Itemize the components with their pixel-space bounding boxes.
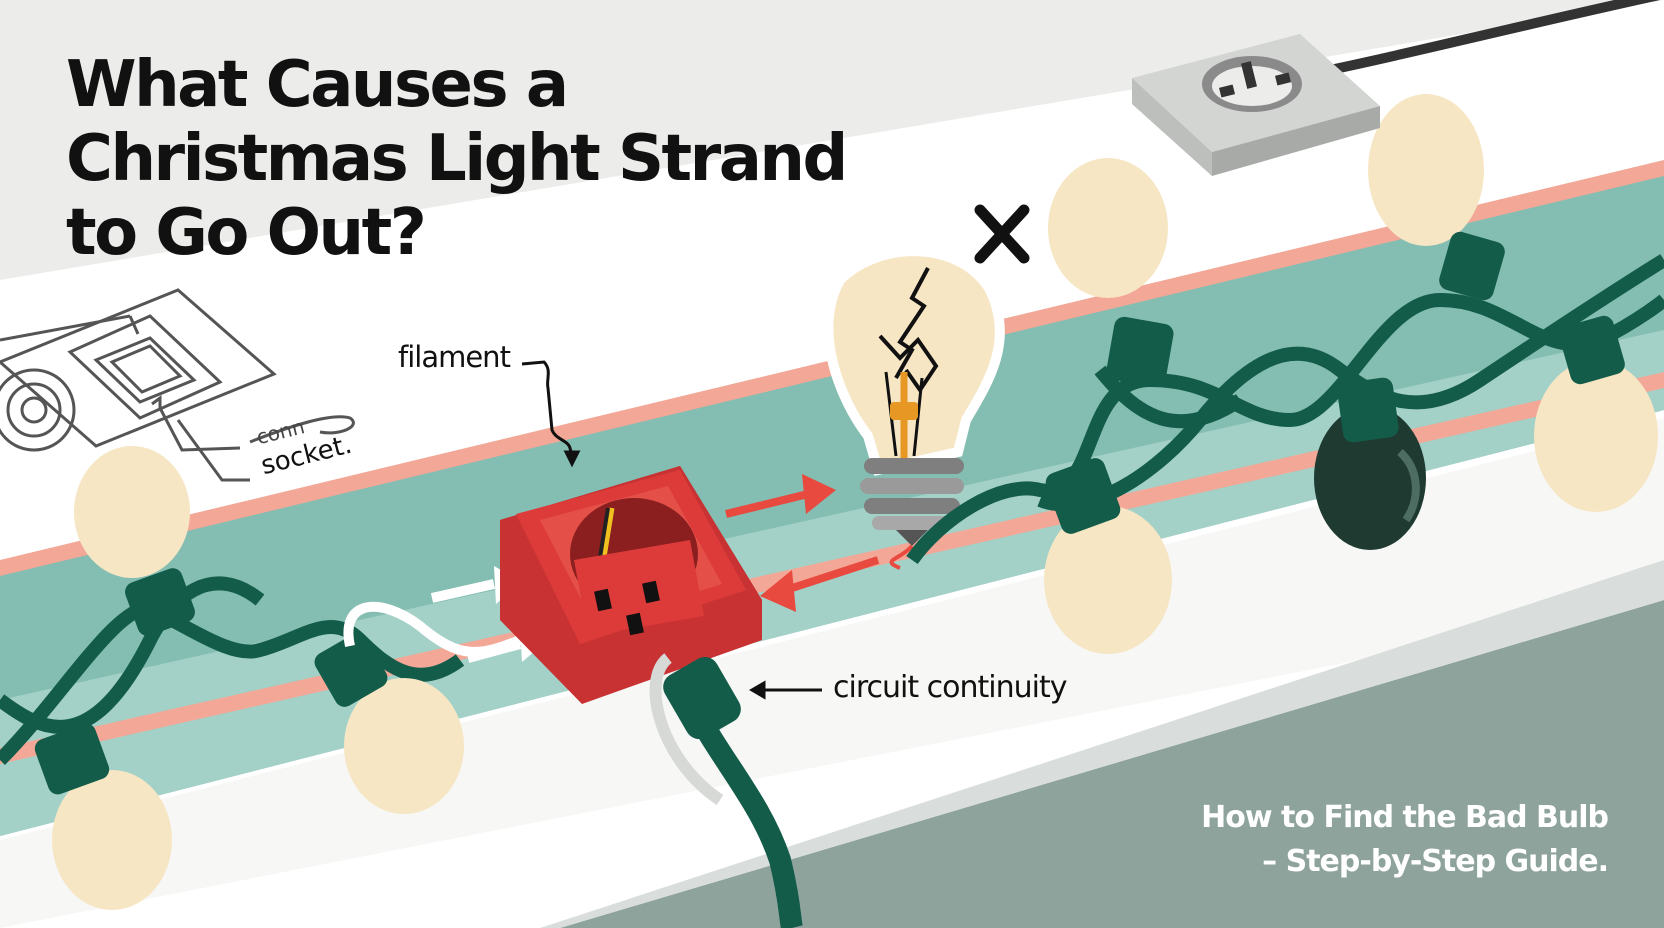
wall-outlet-icon: [1132, 0, 1661, 176]
socket-block-icon: [500, 466, 762, 704]
filament-label: filament: [398, 340, 511, 374]
broken-bulb-icon: [823, 246, 1005, 570]
page-title: What Causes a Christmas Light Strand to …: [66, 48, 848, 270]
label-pointers: [521, 360, 822, 700]
bulb-base: [860, 458, 964, 546]
circuit-diagram-icon: [0, 288, 355, 482]
subtitle-line-2: – Step-by-Step Guide.: [1262, 844, 1609, 879]
light-strand-left: [0, 446, 465, 910]
subtitle-line-1: How to Find the Bad Bulb: [1201, 800, 1609, 835]
subtitle: How to Find the Bad Bulb – Step-by-Step …: [1201, 796, 1609, 884]
x-mark-icon: [974, 204, 1030, 264]
circuit-continuity-label: circuit continuity: [833, 670, 1067, 705]
title-line-2: Christmas Light Strand: [66, 122, 848, 196]
power-cord: [649, 653, 803, 928]
light-strand-right: [906, 94, 1664, 654]
continuity-arrows: [725, 474, 880, 612]
title-line-3: to Go Out?: [66, 196, 427, 270]
title-line-1: What Causes a: [66, 48, 569, 122]
